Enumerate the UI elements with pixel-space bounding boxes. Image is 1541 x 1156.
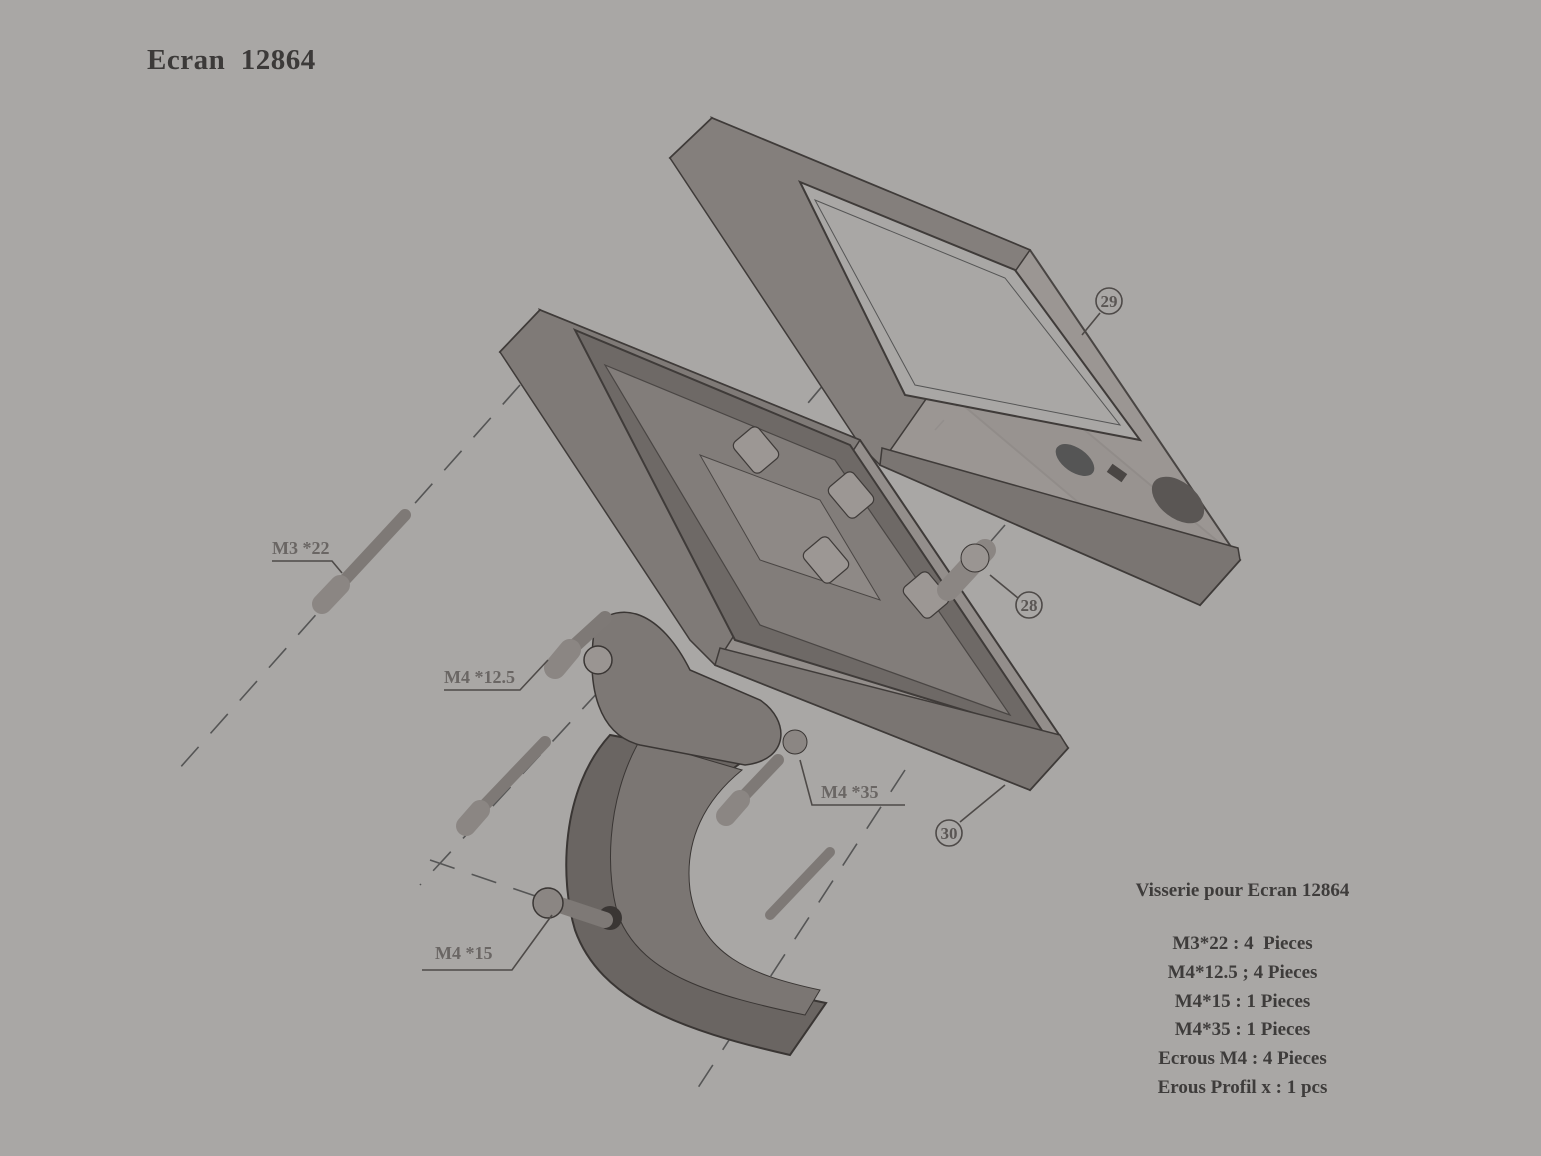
leader-lines [272, 312, 1101, 971]
screw-m4-15 [532, 887, 613, 928]
hardware-item: Erous Profil x : 1 pcs [1157, 1076, 1328, 1098]
callout-30: 30 [935, 819, 963, 847]
page-title: Ecran 12864 [147, 44, 316, 76]
hardware-item: M4*15 : 1 Pieces [1174, 990, 1311, 1012]
display-frame-part-29 [668, 116, 1242, 607]
housing-part-30 [498, 308, 1070, 792]
label-m4-35: M4 *35 [821, 782, 879, 802]
screw-m4-12-5-b [456, 736, 551, 836]
curved-mount-bracket [565, 611, 828, 1057]
callout-28: 28 [1015, 591, 1043, 619]
callout-29: 29 [1095, 287, 1123, 315]
screw-m3-22 [312, 509, 411, 614]
hardware-list-title: Visserie pour Ecran 12864 [1135, 880, 1350, 901]
label-m4-12-5: M4 *12.5 [444, 667, 515, 687]
hardware-item: M3*22 : 4 Pieces [1172, 933, 1313, 954]
callout-30-number: 30 [941, 824, 958, 843]
callout-29-number: 29 [1101, 292, 1118, 311]
screw-part-28 [937, 539, 996, 601]
hardware-item: M4*12.5 ; 4 Pieces [1167, 961, 1318, 983]
hardware-item: Ecrous M4 : 4 Pieces [1158, 1048, 1327, 1070]
label-m3-22: M3 *22 [272, 538, 330, 558]
screw-m4-12-5 [544, 611, 612, 679]
hardware-list: Visserie pour Ecran 12864 M3*22 : 4 Piec… [1100, 880, 1385, 1103]
callout-28-number: 28 [1021, 596, 1038, 615]
hardware-item: M4*35 : 1 Pieces [1174, 1019, 1311, 1041]
label-m4-15: M4 *15 [435, 943, 493, 963]
screw-m4-35 [716, 729, 835, 920]
